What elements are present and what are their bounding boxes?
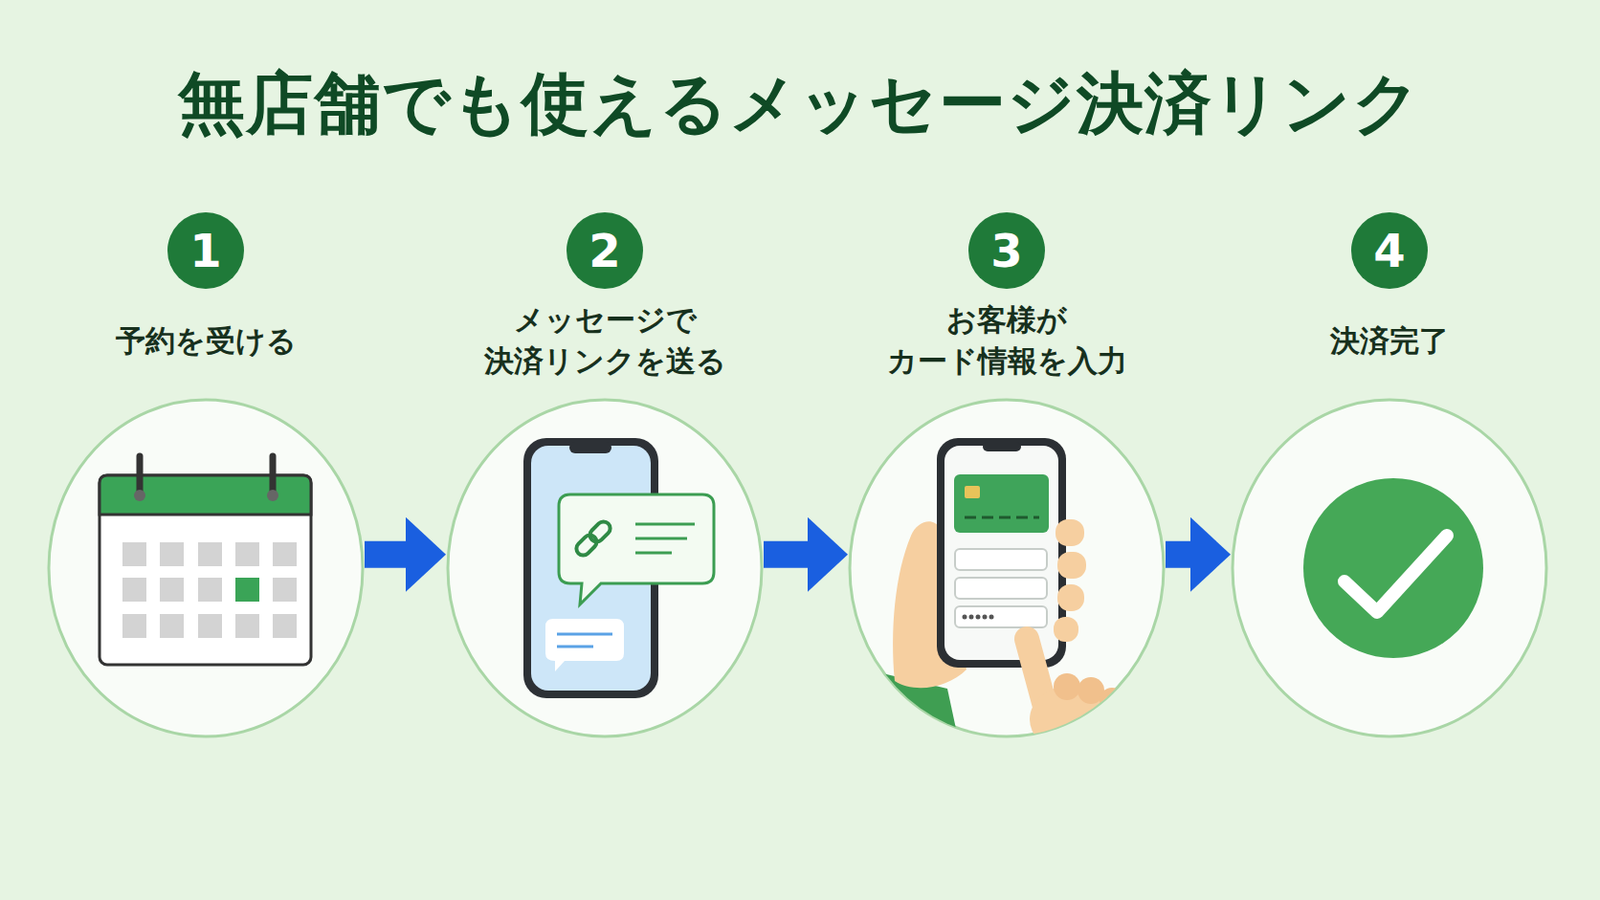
dot — [962, 615, 968, 621]
link-loop — [587, 518, 614, 545]
phone-screen — [531, 445, 651, 691]
calendar-day — [235, 614, 260, 639]
calendar-ring-hole — [133, 489, 146, 502]
finger — [1057, 584, 1085, 612]
dot — [969, 615, 975, 621]
step-node: 4決済完了 — [1230, 398, 1549, 739]
step-circle — [1232, 400, 1547, 737]
index-finger — [1026, 639, 1046, 711]
input-field — [955, 549, 1047, 571]
curled-finger — [1077, 677, 1105, 705]
holding-hand — [892, 521, 967, 689]
calendar-day — [122, 577, 147, 602]
curled-finger — [1099, 688, 1125, 713]
calendar-day — [159, 614, 184, 639]
step-circle — [849, 400, 1164, 737]
finger — [1055, 519, 1085, 547]
check-mark — [1344, 535, 1447, 613]
message-line — [635, 552, 672, 556]
calendar-day — [235, 542, 260, 567]
step-label: 決済完了 — [1245, 320, 1534, 362]
calendar-ring — [269, 456, 277, 494]
credit-card — [954, 474, 1049, 534]
step-node: 2メッセージで 決済リンクを送る — [445, 398, 764, 739]
phone-frame — [523, 438, 659, 699]
calendar-day — [272, 577, 297, 602]
phone-screen — [944, 445, 1059, 661]
phone-notch — [569, 442, 612, 454]
phone-frame — [936, 438, 1067, 668]
card-chip — [964, 486, 980, 499]
step-circle — [48, 400, 363, 737]
card-entry-illustration — [842, 438, 1125, 756]
step-outline — [1230, 398, 1549, 739]
input-field — [955, 577, 1047, 600]
calendar-day — [122, 542, 147, 567]
reply-bubble — [545, 619, 624, 672]
flow-arrow — [1165, 541, 1191, 569]
password-dots — [962, 615, 995, 621]
calendar-day — [159, 542, 184, 567]
calendar-ring — [136, 456, 144, 494]
calendar-day — [122, 614, 147, 639]
pointing-hand — [1026, 639, 1125, 755]
calendar-header — [99, 475, 312, 515]
calendar-day — [198, 542, 223, 567]
step-label: 予約を受ける — [62, 320, 350, 362]
message-line — [635, 537, 688, 541]
card-number — [964, 516, 1040, 520]
message-line — [635, 523, 695, 527]
finger — [1053, 617, 1079, 643]
reply-line — [556, 633, 613, 637]
calendar-grid — [122, 542, 297, 639]
step-number: 3 — [968, 212, 1045, 289]
link-icon — [573, 518, 613, 558]
dot — [989, 615, 995, 621]
step-number: 2 — [566, 212, 644, 289]
link-loop — [573, 533, 600, 559]
step-label: お客様が カード情報を入力 — [863, 299, 1151, 382]
step-outline — [46, 398, 365, 739]
step-number: 4 — [1351, 212, 1428, 289]
calendar-day — [272, 542, 297, 567]
palm — [1029, 685, 1118, 755]
flow-arrow — [364, 541, 406, 569]
step-outline — [847, 398, 1166, 739]
calendar-icon — [99, 456, 312, 666]
calendar-body — [99, 475, 312, 666]
step-node: 3お客様が カード情報を入力 — [847, 398, 1166, 739]
calendar-day — [272, 614, 297, 639]
finger — [1057, 552, 1087, 579]
message-phone — [523, 438, 714, 699]
complete-check — [1303, 478, 1484, 659]
calendar-ring-hole — [266, 489, 279, 502]
reply-line — [556, 645, 594, 649]
step-node: 1予約を受ける — [46, 398, 365, 739]
dot — [982, 615, 988, 621]
sleeve — [842, 669, 962, 756]
curled-finger — [1053, 673, 1081, 701]
check-circle — [1303, 478, 1484, 659]
step-outline — [445, 398, 764, 739]
holding-fingers — [1053, 519, 1087, 643]
input-field — [955, 606, 1047, 628]
dot — [976, 615, 981, 621]
message-bubble — [558, 494, 714, 605]
step-circle — [447, 400, 762, 737]
step-number: 1 — [167, 212, 245, 289]
phone-notch — [982, 442, 1022, 452]
calendar-day-selected — [235, 577, 260, 602]
calendar-day — [159, 577, 184, 602]
diagram-title: 無店舗でも使えるメッセージ決済リンク — [0, 63, 1600, 144]
calendar-day — [198, 577, 223, 602]
calendar-day — [198, 614, 223, 639]
flow-arrow — [763, 541, 808, 569]
step-label: メッセージで 決済リンクを送る — [461, 299, 749, 382]
